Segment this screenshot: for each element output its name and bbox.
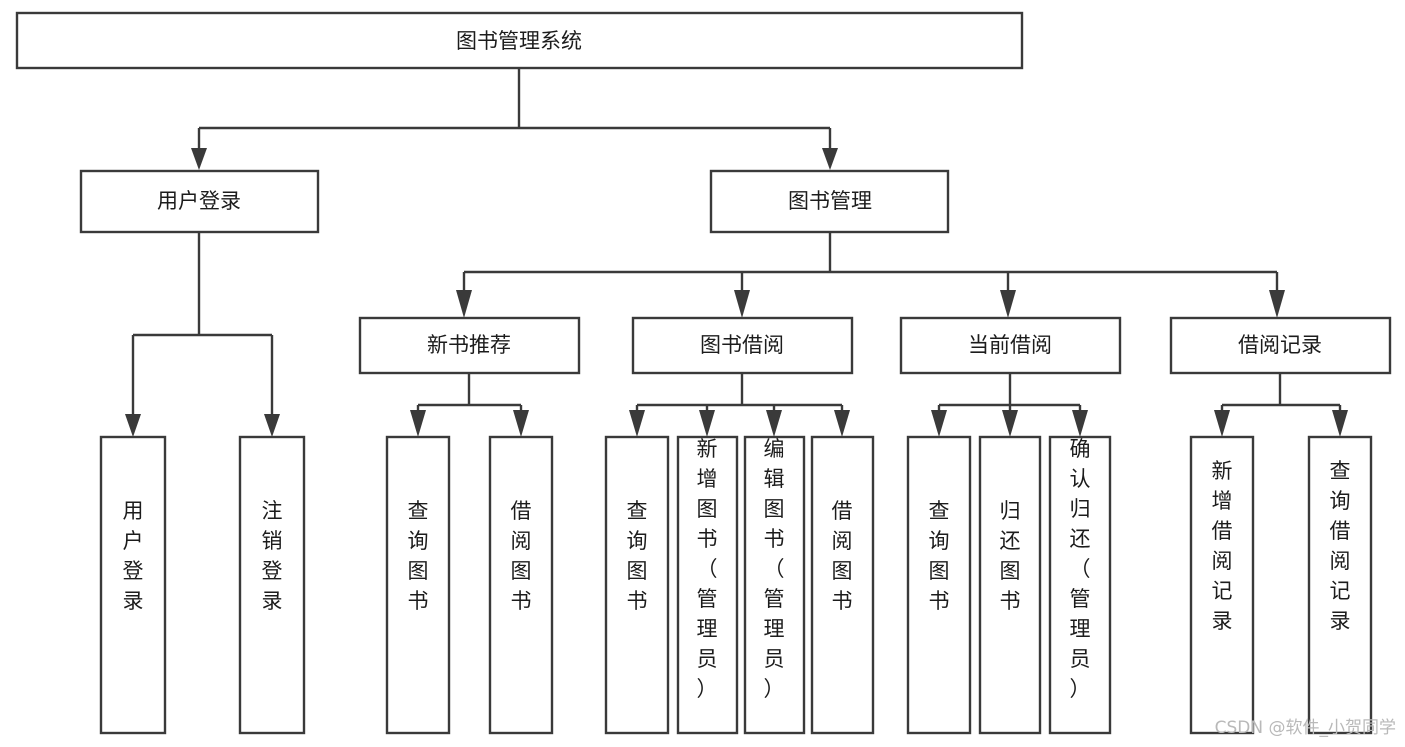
node-leaf-query-book-3-label: 查询图书 — [929, 499, 950, 613]
node-leaf-query-record-label: 查询借阅记录 — [1330, 459, 1351, 633]
node-current-borrow-label: 当前借阅 — [968, 333, 1052, 357]
node-leaf-add-book-label: 新增图书（管理员） — [697, 437, 718, 701]
connector-group-root — [191, 68, 838, 170]
node-leaf-query-book-2-box[interactable] — [604, 435, 670, 735]
node-leaf-logout-login-label: 注销登录 — [262, 499, 283, 613]
node-borrow-record-box[interactable] — [1169, 316, 1392, 375]
node-leaf-query-record-box[interactable] — [1307, 435, 1373, 735]
node-borrow-record[interactable]: 借阅记录 — [1169, 316, 1392, 375]
node-borrow-record-label: 借阅记录 — [1238, 333, 1322, 357]
node-leaf-add-record-label: 新增借阅记录 — [1212, 459, 1233, 633]
node-user-login[interactable]: 用户登录 — [79, 169, 320, 234]
arrowhead-icon-leaf-edit-book — [766, 410, 782, 437]
node-leaf-query-book-2-label: 查询图书 — [627, 499, 648, 613]
node-leaf-user-login-label: 用户登录 — [123, 499, 144, 613]
node-leaf-query-book-1-box[interactable] — [385, 435, 451, 735]
node-leaf-query-book-1-label: 查询图书 — [408, 499, 429, 613]
node-user-login-box[interactable] — [79, 169, 320, 234]
node-book-borrow-label: 图书借阅 — [700, 333, 784, 357]
connector-group-borrow-record — [1214, 373, 1348, 437]
node-book-borrow-box[interactable] — [631, 316, 854, 375]
arrowhead-icon-leaf-query-book-3 — [931, 410, 947, 437]
node-book-management-label: 图书管理 — [788, 189, 872, 213]
arrowhead-icon-leaf-query-record — [1332, 410, 1348, 437]
node-leaf-logout-login-box[interactable] — [238, 435, 306, 735]
node-leaf-borrow-book-1-label: 借阅图书 — [511, 499, 532, 613]
arrowhead-icon-borrow-record — [1269, 290, 1285, 318]
arrowhead-icon-leaf-borrow-book-1 — [513, 410, 529, 437]
node-leaf-return-book-box[interactable] — [978, 435, 1042, 735]
node-leaf-query-record[interactable]: 查询借阅记录 — [1307, 435, 1373, 735]
arrowhead-icon-user-login — [191, 148, 207, 170]
connector-group-user-login — [125, 232, 280, 437]
node-leaf-user-login[interactable]: 用户登录 — [99, 435, 167, 735]
arrowhead-icon-leaf-return-book — [1002, 410, 1018, 437]
node-leaf-confirm-return-label: 确认归还（管理员） — [1070, 437, 1091, 701]
node-leaf-edit-book-label: 编辑图书（管理员） — [764, 437, 785, 701]
node-leaf-borrow-book-2[interactable]: 借阅图书 — [810, 435, 875, 735]
node-leaf-query-book-3[interactable]: 查询图书 — [906, 435, 972, 735]
node-leaf-add-book-box[interactable] — [676, 435, 739, 735]
node-book-management[interactable]: 图书管理 — [709, 169, 950, 234]
node-root-label: 图书管理系统 — [456, 29, 582, 53]
node-leaf-edit-book-box[interactable] — [743, 435, 806, 735]
arrowhead-icon-leaf-add-book — [699, 410, 715, 437]
node-leaf-borrow-book-2-label: 借阅图书 — [832, 499, 853, 613]
arrowhead-icon-book-management — [822, 148, 838, 170]
arrowhead-icon-current-borrow — [1000, 290, 1016, 318]
node-new-book-recommend-box[interactable] — [358, 316, 581, 375]
node-root[interactable]: 图书管理系统 — [15, 11, 1024, 70]
watermark-label: CSDN @软件_小贺同学 — [1215, 718, 1396, 738]
node-leaf-add-record[interactable]: 新增借阅记录 — [1189, 435, 1255, 735]
connector-group-new-book-recommend — [410, 373, 529, 437]
node-leaf-logout-login[interactable]: 注销登录 — [238, 435, 306, 735]
arrowhead-icon-leaf-query-book-1 — [410, 410, 426, 437]
node-leaf-confirm-return[interactable]: 确认归还（管理员） — [1048, 435, 1112, 735]
arrowhead-icon-leaf-add-record — [1214, 410, 1230, 437]
arrowhead-icon-book-borrow — [734, 290, 750, 318]
connector-group-book-management — [456, 232, 1285, 318]
node-leaf-add-record-box[interactable] — [1189, 435, 1255, 735]
arrowhead-icon-leaf-user-login — [125, 414, 141, 437]
node-leaf-borrow-book-2-box[interactable] — [810, 435, 875, 735]
node-leaf-query-book-2[interactable]: 查询图书 — [604, 435, 670, 735]
node-leaf-user-login-box[interactable] — [99, 435, 167, 735]
node-user-login-label: 用户登录 — [157, 189, 241, 213]
connector-group-book-borrow — [629, 373, 850, 437]
node-leaf-borrow-book-1[interactable]: 借阅图书 — [488, 435, 554, 735]
connector-group-current-borrow — [931, 373, 1088, 437]
arrowhead-icon-new-book-recommend — [456, 290, 472, 318]
node-book-borrow[interactable]: 图书借阅 — [631, 316, 854, 375]
node-book-management-box[interactable] — [709, 169, 950, 234]
node-leaf-borrow-book-1-box[interactable] — [488, 435, 554, 735]
node-current-borrow[interactable]: 当前借阅 — [899, 316, 1122, 375]
node-leaf-return-book[interactable]: 归还图书 — [978, 435, 1042, 735]
node-leaf-query-book-3-box[interactable] — [906, 435, 972, 735]
arrowhead-icon-leaf-logout-login — [264, 414, 280, 437]
node-current-borrow-box[interactable] — [899, 316, 1122, 375]
node-leaf-return-book-label: 归还图书 — [1000, 499, 1021, 613]
arrowhead-icon-leaf-confirm-return — [1072, 410, 1088, 437]
node-leaf-edit-book[interactable]: 编辑图书（管理员） — [743, 435, 806, 735]
node-root-box[interactable] — [15, 11, 1024, 70]
node-new-book-recommend[interactable]: 新书推荐 — [358, 316, 581, 375]
node-leaf-query-book-1[interactable]: 查询图书 — [385, 435, 451, 735]
node-leaf-add-book[interactable]: 新增图书（管理员） — [676, 435, 739, 735]
node-new-book-recommend-label: 新书推荐 — [427, 333, 511, 357]
arrowhead-icon-leaf-borrow-book-2 — [834, 410, 850, 437]
arrowhead-icon-leaf-query-book-2 — [629, 410, 645, 437]
node-leaf-confirm-return-box[interactable] — [1048, 435, 1112, 735]
